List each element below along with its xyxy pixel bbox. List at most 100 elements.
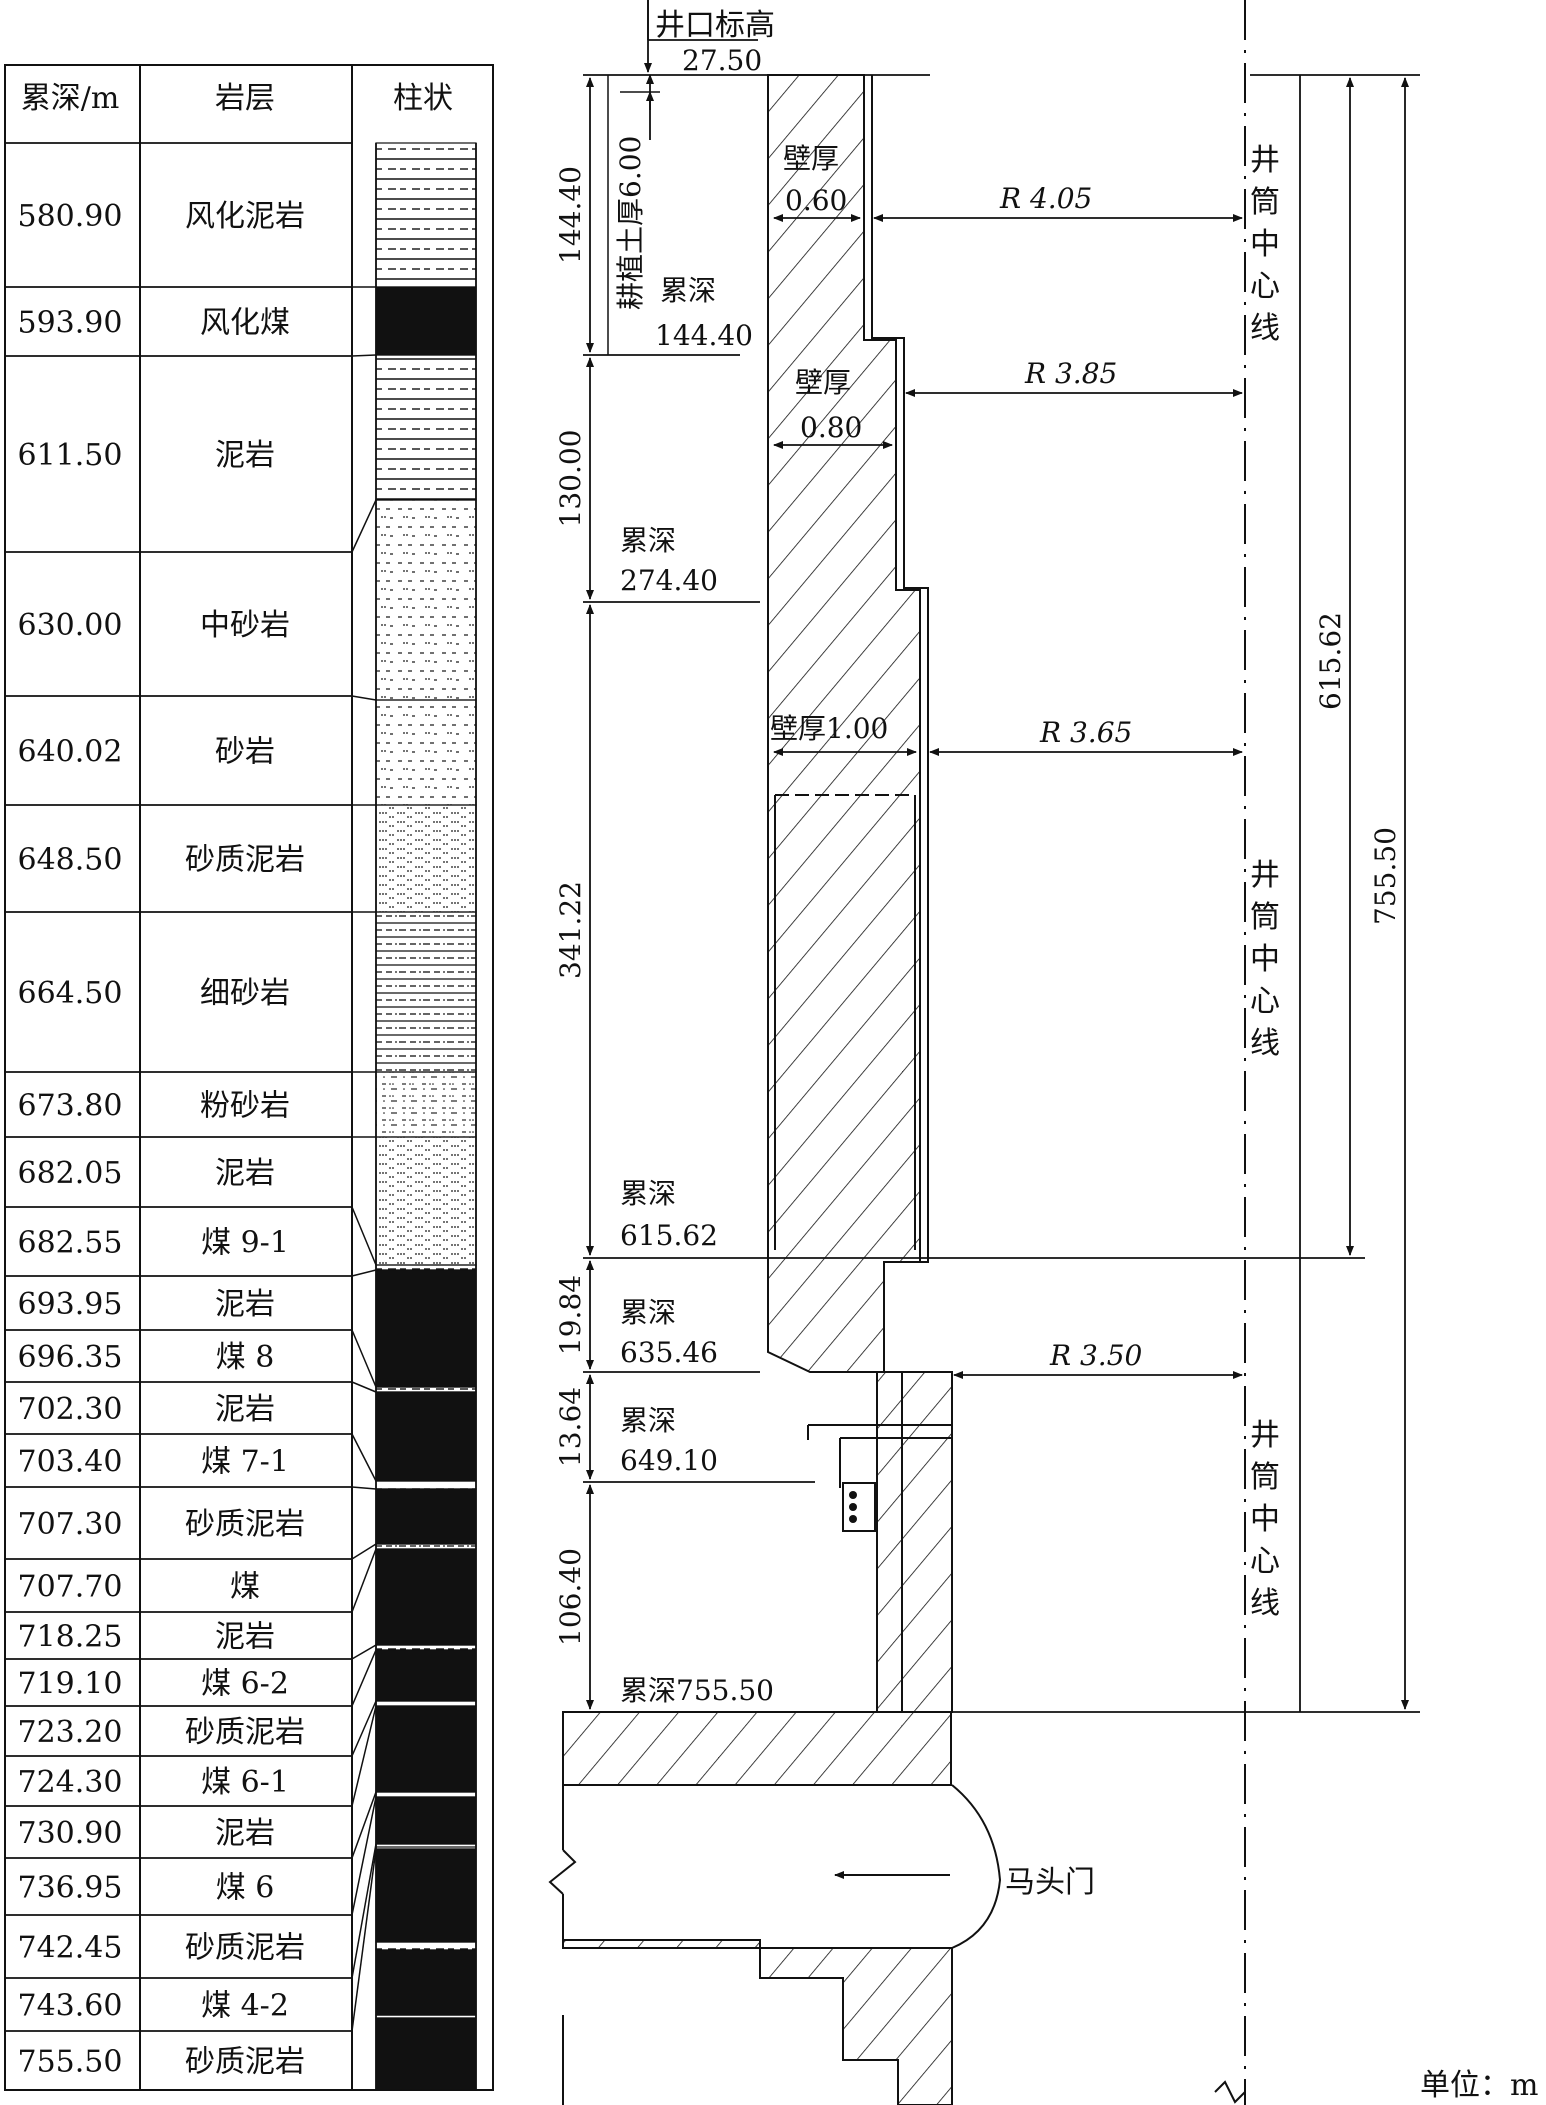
invert-slab: [562, 1711, 952, 1786]
collar-elevation: 27.50: [682, 44, 762, 77]
shaft-lining: [562, 74, 953, 2105]
unit-label: 单位：m: [1420, 2068, 1538, 2103]
depth-cell: 648.50: [18, 843, 123, 878]
layer-cell: 风化煤: [200, 306, 290, 341]
layer-cell: 泥岩: [215, 1156, 275, 1191]
cumulative-depth-label: 累深755.50: [620, 1674, 774, 1707]
cumulative-depth-value: 615.62: [620, 1219, 718, 1252]
log-table: [4, 64, 494, 2091]
cumulative-depth-value: 274.40: [620, 564, 718, 597]
wall-thickness-label: 壁厚1.00: [770, 712, 888, 745]
depth-cell: 743.60: [18, 1989, 123, 2024]
segment-length: 341.22: [554, 881, 587, 979]
radius-label: R 3.85: [1024, 357, 1117, 390]
lithology-column: [375, 142, 477, 2091]
horsehead-bottom: [562, 1939, 953, 2105]
depth-cell: 730.90: [18, 1816, 123, 1851]
segment-length: 130.00: [554, 430, 587, 528]
layer-cell: 煤 6: [216, 1871, 275, 1906]
radius-dimensions: [773, 214, 1243, 1379]
layer-cell: 砂质泥岩: [185, 843, 305, 878]
collar-label: 井口标高: [655, 8, 775, 43]
layer-cell: 煤 4-2: [201, 1989, 289, 2024]
centerline-label: 心: [1250, 1544, 1280, 1579]
centerline-label: 中: [1250, 227, 1280, 262]
layer-cell: 煤 9-1: [201, 1226, 289, 1261]
layer-cell: 中砂岩: [200, 608, 290, 643]
centerline-label: 井: [1250, 858, 1280, 893]
layer-cell: 泥岩: [215, 438, 275, 473]
depth-cell: 703.40: [18, 1445, 123, 1480]
layer-cell: 粉砂岩: [200, 1089, 290, 1124]
layer-cell: 砂质泥岩: [185, 2045, 305, 2080]
cumulative-depth-label: 累深: [660, 274, 716, 307]
layer-cell: 泥岩: [215, 1287, 275, 1322]
lining-inner-lines: [774, 75, 952, 1712]
segment-length: 19.84: [554, 1275, 587, 1355]
horsehead-gate: [548, 1784, 1002, 2105]
cumulative-depth-label: 累深: [620, 524, 676, 557]
total-length-1: 615.62: [1314, 612, 1347, 710]
centerline-label: 心: [1250, 269, 1280, 304]
centerline-label: 井: [1250, 143, 1280, 178]
topsoil-label: 耕植土厚6.00: [614, 136, 647, 310]
depth-cell: 702.30: [18, 1392, 123, 1427]
embedded-block: [842, 1482, 876, 1532]
centerline-label: 筒: [1250, 1460, 1280, 1495]
wall-thickness-value: 0.80: [800, 411, 862, 444]
layer-cell: 泥岩: [215, 1620, 275, 1655]
header-depth: 累深/m: [21, 81, 120, 116]
depth-cell: 682.05: [18, 1156, 123, 1191]
wall-thickness-label: 壁厚: [783, 142, 839, 175]
cumulative-depth-value: 649.10: [620, 1444, 718, 1477]
header-layer: 岩层: [215, 81, 275, 116]
depth-cell: 611.50: [18, 438, 123, 473]
layer-cell: 泥岩: [215, 1392, 275, 1427]
depth-cell: 724.30: [18, 1765, 123, 1800]
layer-cell: 细砂岩: [200, 976, 290, 1011]
lining-upper-wall: [767, 74, 921, 1373]
depth-cell: 580.90: [18, 199, 123, 234]
centerline-label: 筒: [1250, 185, 1280, 220]
depth-cell: 640.02: [18, 735, 123, 770]
centerline-label: 线: [1250, 1026, 1280, 1061]
layer-cell: 煤 7-1: [201, 1445, 289, 1480]
depth-cell: 736.95: [18, 1871, 123, 1906]
centerline-label: 线: [1250, 311, 1280, 346]
segment-length: 144.40: [554, 166, 587, 264]
depth-cell: 707.30: [18, 1507, 123, 1542]
centerline-label: 心: [1250, 984, 1280, 1019]
layer-cell: 砂质泥岩: [185, 1931, 305, 1966]
header-column: 柱状: [393, 81, 453, 116]
depth-cell: 696.35: [18, 1340, 123, 1375]
depth-cell: 755.50: [18, 2045, 123, 2080]
layer-cell: 煤 6-1: [201, 1765, 289, 1800]
depth-cell: 719.10: [18, 1667, 123, 1702]
cumulative-depth-value: 144.40: [655, 319, 753, 352]
horsehead-label: 马头门: [1005, 1865, 1095, 1900]
depth-cell: 682.55: [18, 1226, 123, 1261]
depth-cell: 718.25: [18, 1620, 123, 1655]
centerline-label: 筒: [1250, 900, 1280, 935]
depth-cell: 673.80: [18, 1089, 123, 1124]
reference-lines: [563, 74, 1420, 1713]
depth-cell: 723.20: [18, 1715, 123, 1750]
centerline-label: 井: [1250, 1418, 1280, 1453]
radius-label: R 3.65: [1039, 716, 1132, 749]
layer-cell: 风化泥岩: [185, 199, 305, 234]
wall-thickness-value: 0.60: [785, 184, 847, 217]
radius-label: R 4.05: [999, 182, 1092, 215]
layer-cell: 泥岩: [215, 1816, 275, 1851]
depth-cell: 630.00: [18, 608, 123, 643]
layer-cell: 砂质泥岩: [185, 1715, 305, 1750]
layer-cell: 砂质泥岩: [185, 1507, 305, 1542]
cumulative-depth-label: 累深: [620, 1177, 676, 1210]
layer-cell: 煤 6-2: [201, 1667, 289, 1702]
layer-cell: 砂岩: [215, 735, 275, 770]
depth-cell: 707.70: [18, 1570, 123, 1605]
depth-cell: 664.50: [18, 976, 123, 1011]
cumulative-depth-value: 635.46: [620, 1336, 718, 1369]
segment-length: 106.40: [554, 1548, 587, 1646]
